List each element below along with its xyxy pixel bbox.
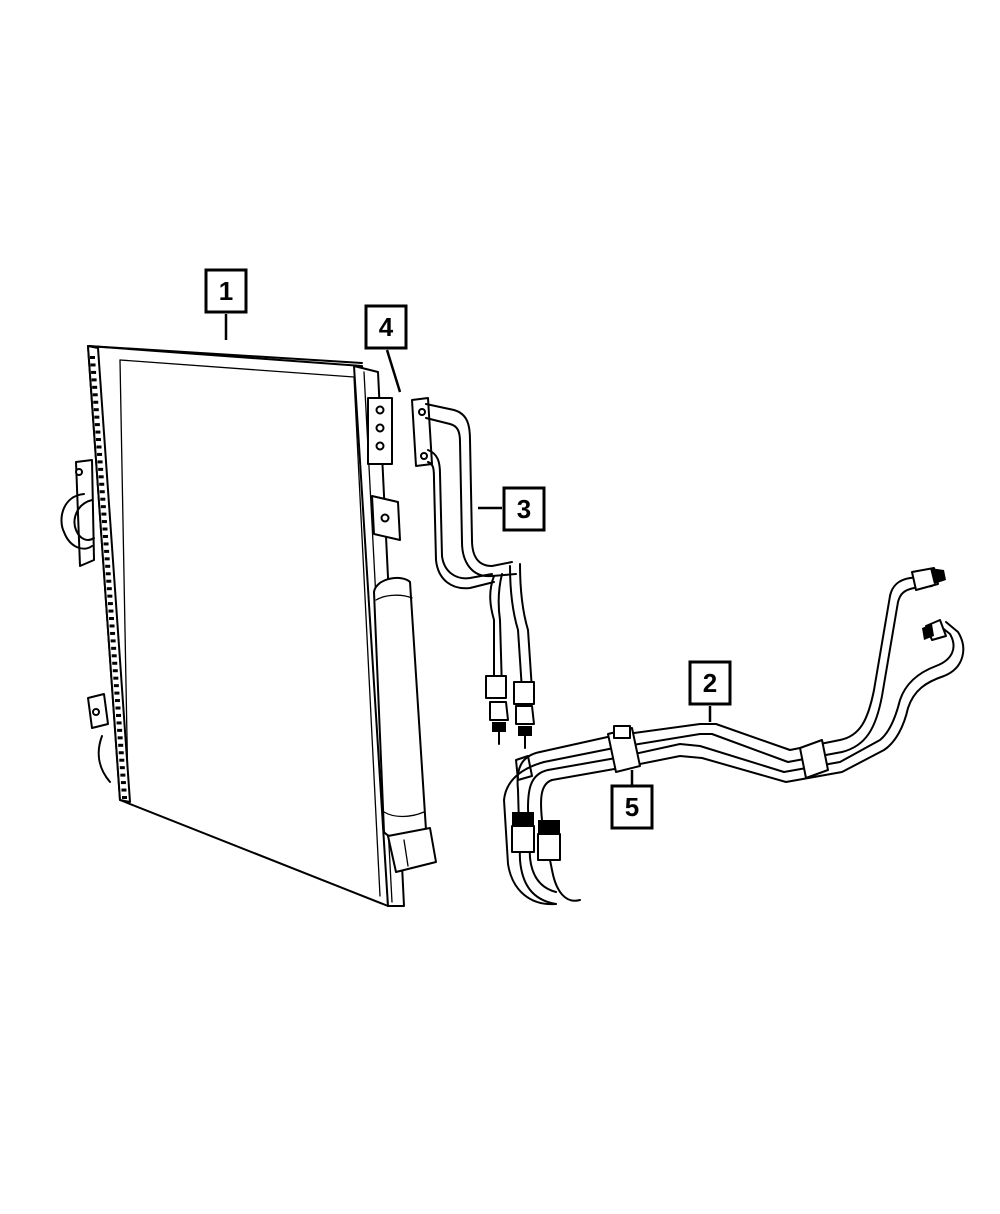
condenser-fin-tick — [114, 691, 120, 695]
condenser-fin-tick — [105, 572, 111, 576]
condenser-assembly — [60, 345, 437, 907]
condenser-fin-tick — [107, 602, 113, 606]
condenser-fin-tick — [100, 497, 106, 501]
callout-1: 1 — [204, 268, 248, 314]
condenser-fin-tick — [90, 356, 95, 359]
callout-4-label: 4 — [379, 312, 394, 342]
condenser-fin-tick — [91, 370, 97, 374]
condenser-fin-tick — [104, 557, 110, 561]
condenser-fin-tick — [110, 639, 116, 643]
callout-leaders — [224, 314, 712, 786]
callout-5-label: 5 — [625, 792, 639, 822]
condenser-fin-tick — [120, 781, 126, 785]
condenser-tube — [425, 403, 535, 749]
condenser-fin-tick — [112, 661, 118, 665]
condenser-fin-tick — [97, 452, 103, 456]
condenser-fin-tick — [122, 796, 127, 799]
condenser-fin-tick — [110, 631, 116, 635]
condenser-fin-tick — [119, 766, 125, 770]
condenser-fin-tick — [114, 699, 120, 703]
condenser-fin-tick — [112, 669, 118, 673]
condenser-fin-tick — [94, 415, 100, 419]
condenser-fin-tick — [119, 758, 125, 762]
condenser-fin-tick — [92, 393, 98, 397]
condenser-fin-tick — [99, 482, 105, 486]
condenser-fin-tick — [94, 423, 100, 427]
condenser-fin-tick — [105, 564, 111, 568]
condenser-fin-tick — [111, 646, 117, 650]
condenser-fin-tick — [93, 408, 99, 412]
condenser-fin-tick — [98, 467, 104, 471]
callout-3-label: 3 — [517, 494, 531, 524]
condenser-fin-tick — [108, 617, 114, 621]
condenser-fin-tick — [91, 378, 97, 382]
condenser-fin-tick — [100, 505, 106, 509]
condenser-fin-tick — [121, 788, 127, 792]
condenser-fin-tick — [116, 713, 122, 717]
condenser-fin-tick — [90, 363, 96, 367]
callout-1-label: 1 — [219, 276, 233, 306]
condenser-fin-tick — [103, 534, 109, 538]
condenser-fin-tick — [120, 773, 126, 777]
condenser-fin-tick — [106, 579, 112, 583]
condenser-fin-tick — [101, 520, 107, 524]
condenser-fin-tick — [102, 527, 108, 531]
condenser-fin-tick — [92, 385, 98, 389]
condenser-fin-tick — [117, 736, 123, 740]
condenser-fin-tick — [117, 728, 123, 732]
condenser-fin-tick — [118, 751, 124, 755]
callout-5: 5 — [610, 784, 654, 830]
condenser-fin-tick — [108, 609, 114, 613]
condenser-fin-tick — [107, 594, 113, 598]
condenser-fin-tick — [116, 721, 122, 725]
condenser-fin-tick — [104, 549, 110, 553]
receiver-drier — [373, 576, 437, 873]
callout-4: 4 — [364, 304, 408, 350]
condenser-fin-ticks — [90, 356, 127, 799]
condenser-fin-tick — [96, 445, 102, 449]
condenser-fin-tick — [109, 624, 115, 628]
callout-2: 2 — [688, 660, 732, 706]
condenser-fin-tick — [106, 587, 112, 591]
left-mount-bracket-upper — [60, 459, 95, 567]
condenser-fin-tick — [115, 706, 121, 710]
right-mount-bracket — [367, 397, 401, 541]
condenser-fin-tick — [98, 475, 104, 479]
callout-3: 3 — [502, 486, 546, 532]
condenser-fin-tick — [113, 684, 119, 688]
suction-discharge-line — [503, 567, 965, 906]
condenser-fin-tick — [111, 654, 117, 658]
condenser-fin-tick — [97, 460, 103, 464]
condenser-fin-tick — [101, 512, 107, 516]
condenser-fin-tick — [93, 400, 99, 404]
condenser-fin-tick — [118, 743, 124, 747]
left-mount-bracket-lower — [87, 693, 111, 783]
condenser-fin-tick — [95, 430, 101, 434]
condenser-fin-tick — [95, 438, 101, 442]
callout-2-label: 2 — [703, 668, 717, 698]
condenser-fin-tick — [113, 676, 119, 680]
condenser-fin-tick — [103, 542, 109, 546]
line-seal-block — [411, 397, 433, 467]
condenser-fin-tick — [99, 490, 105, 494]
